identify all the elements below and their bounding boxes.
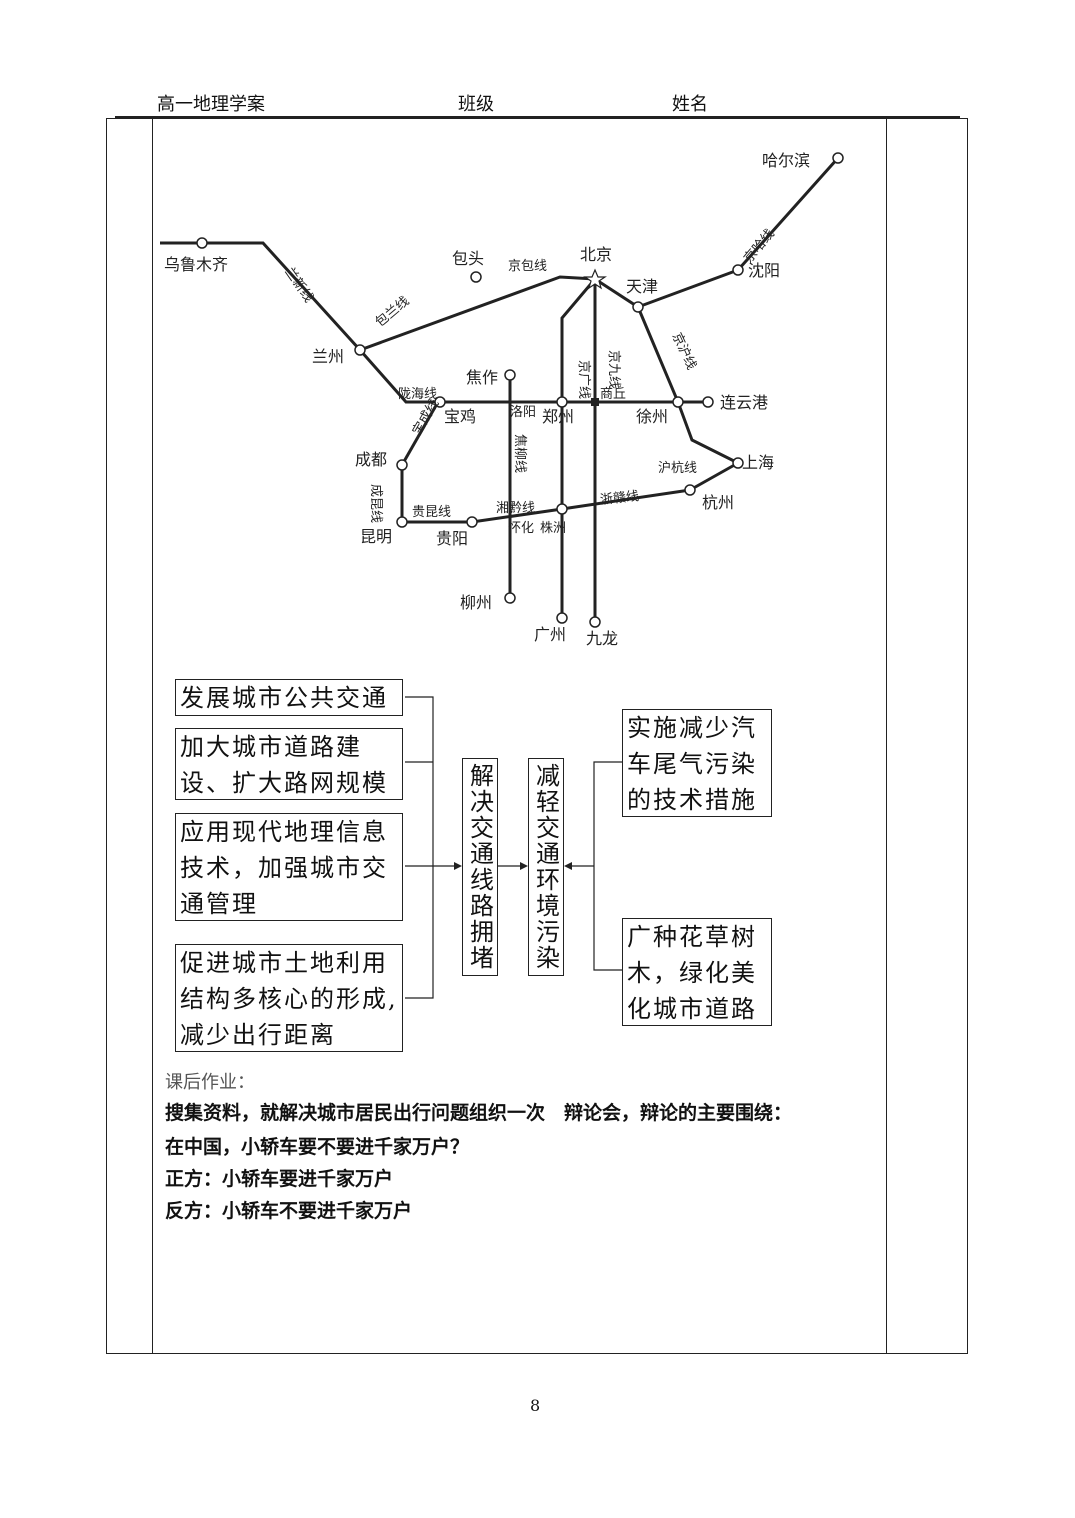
city-marker — [396, 459, 408, 471]
label-kunming: 昆明 — [360, 527, 392, 546]
label-baolan: 包兰线 — [373, 294, 413, 331]
homework-line-2: 在中国，小轿车要不要进千家万户？ — [165, 1136, 470, 1158]
label-huaihua: 怀化 — [508, 521, 534, 536]
label-lianyungang: 连云港 — [720, 393, 768, 412]
label-chengdu: 成都 — [355, 450, 387, 469]
line-jingha — [594, 157, 840, 309]
label-longhai: 陇海线 — [398, 387, 437, 402]
label-lanzhou: 兰州 — [312, 347, 344, 366]
line-jingguang — [560, 278, 597, 618]
label-guiyang: 贵阳 — [436, 529, 468, 548]
flow-box-land-use: 促进城市土地利用结构多核心的形成,减少出行距离 — [175, 944, 403, 1052]
railway-map: 哈尔滨 乌鲁木齐 包头 北京 天津 沈阳 兰州 焦作 宝鸡 洛阳 郑州 商丘 徐… — [160, 151, 844, 648]
line-baocheng — [400, 401, 440, 466]
city-marker — [732, 457, 744, 469]
label-liuzhou: 柳州 — [460, 593, 492, 612]
label-zhuzhou: 株洲 — [540, 521, 566, 536]
city-markers — [196, 152, 844, 628]
label-jingguang: 京广线 — [576, 360, 591, 399]
flow-box-gis-management: 应用现代地理信息技术，加强城市交通管理 — [175, 813, 403, 921]
city-marker — [504, 592, 516, 604]
flow-box-reduce-pollution: 减轻交通环境污染 — [528, 758, 564, 976]
label-shangqiu: 商丘 — [600, 387, 626, 402]
city-marker — [632, 301, 644, 313]
beijing-star-icon — [583, 268, 607, 290]
label-lanxin: 兰新线 — [281, 264, 316, 305]
label-shanghai: 上海 — [742, 453, 774, 472]
label-guikun: 贵昆线 — [412, 505, 451, 520]
left-column-divider — [152, 118, 153, 1354]
city-marker — [396, 516, 408, 528]
city-marker — [354, 344, 366, 356]
label-jingbao: 京包线 — [508, 259, 547, 274]
line-huhang — [689, 461, 739, 492]
flow-box-public-transport: 发展城市公共交通 — [175, 679, 403, 716]
line-urumqi-beijing — [160, 241, 596, 352]
table-frame — [106, 118, 968, 1354]
header-class-label: 班级 — [458, 94, 494, 115]
shangqiu-marker — [591, 398, 599, 406]
homework-line-4: 反方：小轿车不要进千家万户 — [165, 1200, 413, 1222]
city-marker — [434, 396, 446, 408]
label-harbin: 哈尔滨 — [762, 151, 810, 170]
label-jiulong: 九龙 — [586, 629, 618, 648]
header-name-label: 姓名 — [672, 94, 708, 115]
label-beijing: 北京 — [580, 245, 612, 264]
line-jinghu — [636, 306, 739, 465]
label-xuzhou: 徐州 — [636, 407, 668, 426]
city-marker — [556, 612, 568, 624]
flow-box-greening: 广种花草树木，绿化美化城市道路 — [622, 918, 772, 1026]
label-shenyang: 沈阳 — [748, 261, 780, 280]
label-urumqi: 乌鲁木齐 — [164, 255, 228, 274]
label-baoji: 宝鸡 — [444, 407, 476, 426]
homework-line-1: 搜集资料，就解决城市居民出行问题组织一次 辩论会，辩论的主要围绕： — [165, 1102, 793, 1124]
line-labels: 京包线 包兰线 兰新线 京哈线 京沪线 京广线 京九线 宝成线 成昆线 贵昆线 … — [281, 227, 777, 523]
label-luoyang: 洛阳 — [510, 405, 536, 420]
page-number: 8 — [530, 1396, 541, 1415]
city-marker — [556, 503, 568, 515]
label-baotou: 包头 — [452, 249, 484, 268]
right-column-divider — [886, 118, 887, 1354]
city-marker — [732, 264, 744, 276]
city-marker — [702, 396, 714, 408]
city-marker — [589, 616, 601, 628]
header-title: 高一地理学案 — [157, 94, 265, 115]
label-xiangqian: 湘黔线 — [496, 501, 535, 516]
city-marker — [466, 516, 478, 528]
homework-line-3: 正方：小轿车要进千家万户 — [165, 1168, 394, 1190]
city-marker — [672, 396, 684, 408]
label-jiaozuo: 焦作 — [466, 368, 498, 387]
label-huhang: 沪杭线 — [658, 460, 697, 476]
label-tianjin: 天津 — [626, 277, 658, 296]
city-marker — [684, 484, 696, 496]
flow-box-relieve-congestion: 解决交通线路拥堵 — [462, 758, 498, 976]
city-marker — [504, 369, 516, 381]
flow-box-road-construction: 加大城市道路建设、扩大路网规模 — [175, 728, 403, 800]
city-marker — [556, 396, 568, 408]
city-marker — [196, 237, 208, 249]
city-labels: 哈尔滨 乌鲁木齐 包头 北京 天津 沈阳 兰州 焦作 宝鸡 洛阳 郑州 商丘 徐… — [164, 151, 810, 648]
label-jinghu: 京沪线 — [669, 330, 700, 372]
label-jingjiu: 京九线 — [606, 350, 621, 389]
flow-box-exhaust-measures: 实施减少汽车尾气污染的技术措施 — [622, 709, 772, 817]
header-rule — [115, 116, 960, 118]
label-zhengzhou: 郑州 — [542, 407, 574, 426]
label-hangzhou: 杭州 — [702, 493, 734, 512]
label-zhegan: 浙赣线 — [599, 489, 639, 508]
city-marker — [470, 271, 482, 283]
homework-label: 课后作业： — [165, 1072, 255, 1093]
label-chengkun: 成昆线 — [368, 484, 383, 523]
railway-lines — [160, 157, 840, 622]
label-jiaoliu: 焦柳线 — [512, 434, 527, 473]
label-guangzhou: 广州 — [534, 625, 566, 644]
city-marker — [832, 152, 844, 164]
